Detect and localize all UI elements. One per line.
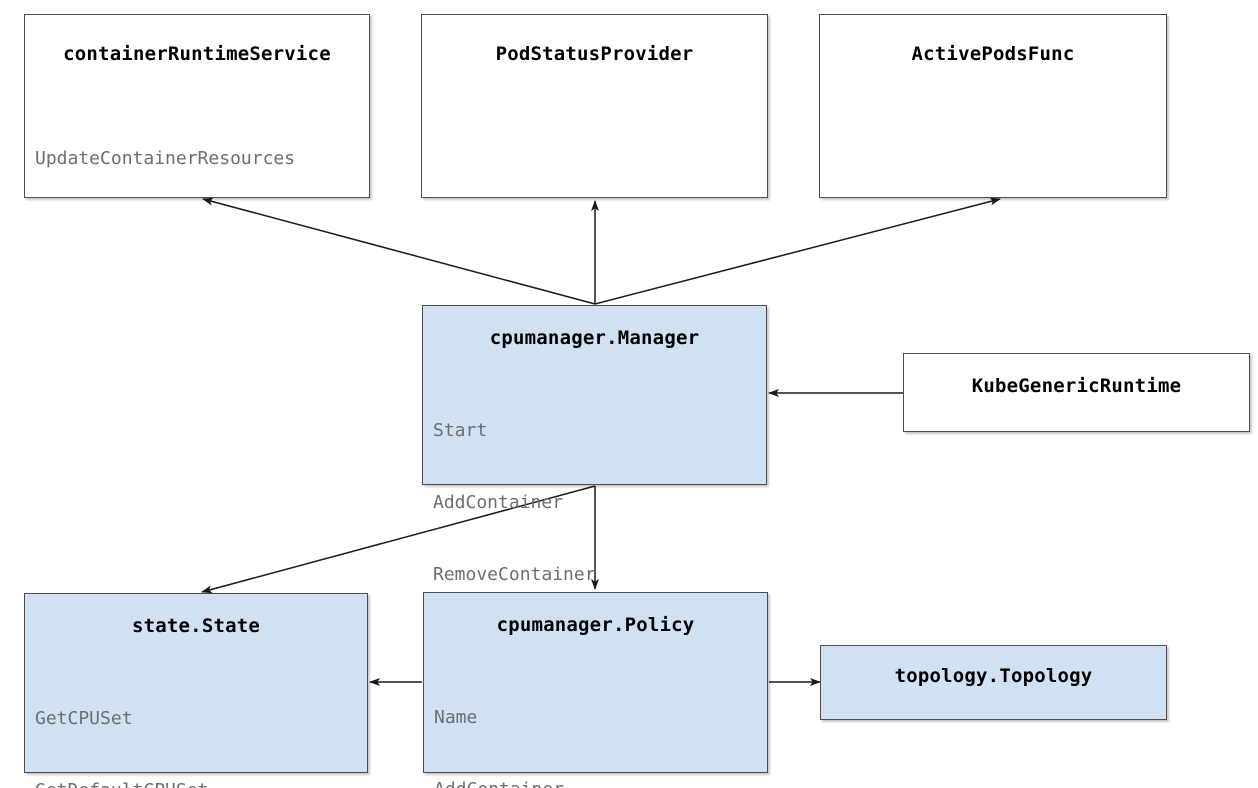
node-topology-topology[interactable]: topology.Topology xyxy=(820,645,1167,720)
node-container-runtime-service[interactable]: containerRuntimeService UpdateContainerR… xyxy=(24,14,370,198)
method-item: AddContainer xyxy=(434,778,761,788)
method-item: GetCPUSet xyxy=(35,708,133,729)
method-item: RemoveContainer xyxy=(433,564,596,585)
node-title-container-runtime-service: containerRuntimeService xyxy=(63,43,331,65)
method-item: Start xyxy=(433,420,488,441)
node-active-pods-func[interactable]: ActivePodsFunc xyxy=(819,14,1167,198)
node-kube-generic-runtime[interactable]: KubeGenericRuntime xyxy=(903,353,1250,432)
node-title-topology-topology: topology.Topology xyxy=(894,665,1093,687)
method-item: GetDefaultCPUSet xyxy=(35,779,361,788)
node-methods-cpumanager-policy: Name AddContainer RemoveContainer xyxy=(434,658,761,788)
node-title-kube-generic-runtime: KubeGenericRuntime xyxy=(971,375,1182,397)
node-methods-state-state: GetCPUSet GetDefaultCPUSet SetCPUSet Set… xyxy=(35,659,361,788)
node-state-state[interactable]: state.State GetCPUSet GetDefaultCPUSet S… xyxy=(24,593,368,788)
node-title-cpumanager-policy: cpumanager.Policy xyxy=(496,614,695,636)
node-title-active-pods-func: ActivePodsFunc xyxy=(911,43,1075,65)
node-cpumanager-policy[interactable]: cpumanager.Policy Name AddContainer Remo… xyxy=(423,592,768,788)
method-item: Name xyxy=(434,707,478,728)
node-title-state-state: state.State xyxy=(131,615,261,637)
edge-manager-to-activePodsFunc xyxy=(594,197,1001,305)
node-title-pod-status-provider: PodStatusProvider xyxy=(495,43,694,65)
method-item: UpdateContainerResources xyxy=(35,148,296,169)
method-item: AddContainer xyxy=(433,492,564,513)
node-pod-status-provider[interactable]: PodStatusProvider xyxy=(421,14,768,198)
node-title-cpumanager-manager: cpumanager.Manager xyxy=(489,327,700,349)
node-cpumanager-manager[interactable]: cpumanager.Manager Start AddContainer Re… xyxy=(422,305,767,657)
node-methods-container-runtime-service: UpdateContainerResources xyxy=(35,99,363,219)
